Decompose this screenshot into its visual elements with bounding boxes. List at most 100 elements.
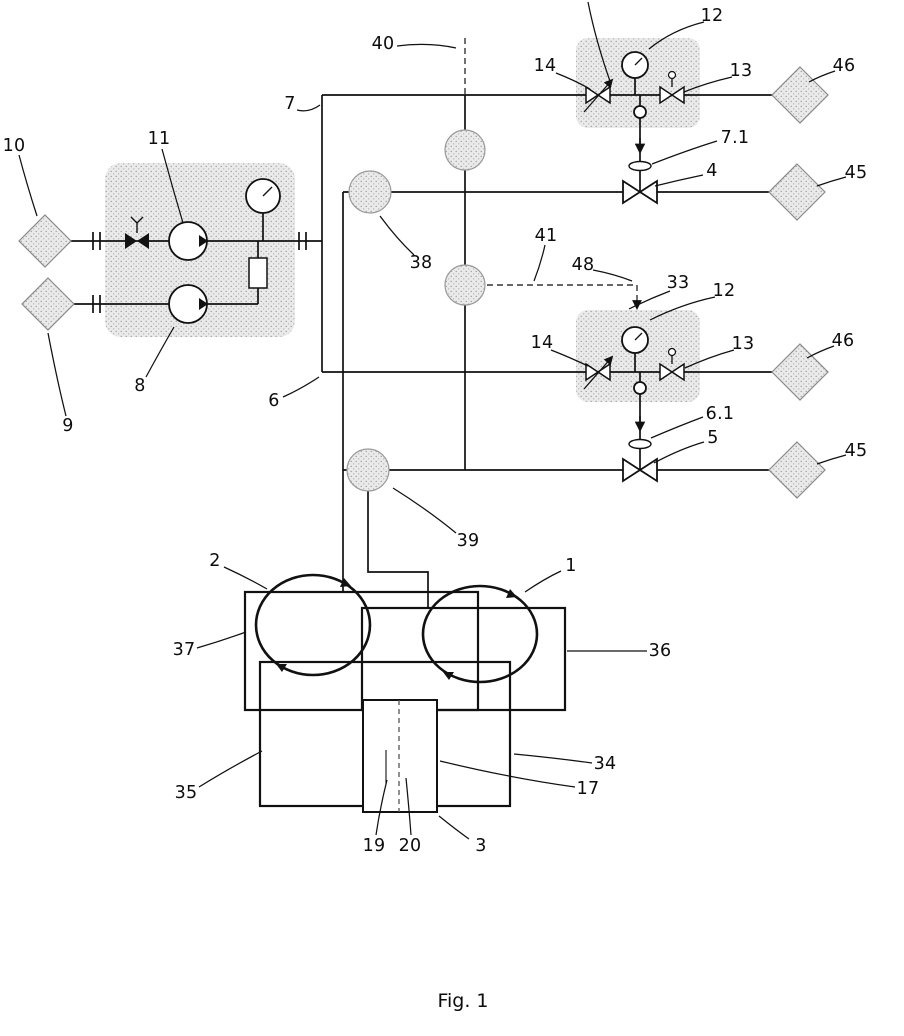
leader-41: [533, 244, 546, 282]
ref-label-40: 40: [371, 34, 395, 54]
gauge-needle-left: [262, 186, 273, 197]
housing-rect-36: [360, 606, 567, 712]
pipe-drop-to-drum-1: [367, 491, 429, 608]
ref-label-7: 7: [284, 94, 296, 114]
ref-label-13-top: 13: [729, 61, 753, 81]
valve-14-top-actuator: [583, 78, 614, 113]
ref-label-9: 9: [62, 416, 74, 436]
gauge-needle-12-top: [634, 57, 643, 66]
leader-48: [592, 269, 633, 282]
leader-33: [628, 290, 671, 310]
leader-17: [439, 760, 576, 788]
component-circle-upper: [444, 129, 486, 171]
ref-label-1: 1: [565, 556, 577, 576]
leader-37: [196, 631, 247, 649]
ref-label-14-top: 14: [533, 56, 557, 76]
component-circles: [346, 129, 486, 492]
ref-label-13-mid: 13: [731, 334, 755, 354]
gauge-needle-12-mid: [634, 332, 643, 341]
drum-1: [421, 584, 539, 684]
port-diamond-45-mid: [768, 441, 826, 499]
valve-13-mid-pilot: [667, 347, 677, 357]
ref-label-38: 38: [409, 253, 433, 273]
leader-11: [161, 148, 184, 224]
shutoff-valve-5: [622, 457, 658, 483]
leader-35: [198, 750, 263, 788]
drum-assembly: [243, 573, 567, 813]
leader-5: [653, 441, 705, 464]
ref-label-6: 6: [268, 391, 280, 411]
ref-label-10: 10: [2, 136, 26, 156]
ref-label-4: 4: [706, 161, 718, 181]
leader-45-mid: [816, 454, 847, 465]
valve-14-mid-actuator: [583, 355, 614, 390]
leader-4: [654, 174, 704, 187]
leader-39: [392, 487, 457, 534]
valves: [125, 70, 685, 483]
ref-label-39: 39: [456, 531, 480, 551]
ref-label-41: 41: [534, 226, 558, 246]
ref-label-20: 20: [398, 836, 422, 856]
ref-label-48: 48: [571, 255, 595, 275]
leader-40: [396, 43, 457, 49]
ref-label-2: 2: [209, 551, 221, 571]
pump-8-arrow: [199, 298, 208, 310]
leader-14-top: [555, 72, 591, 90]
ref-label-35: 35: [174, 783, 198, 803]
leader-6: [282, 376, 320, 398]
ref-label-46-mid: 46: [831, 331, 855, 351]
ref-label-46-top: 46: [832, 56, 856, 76]
leader-3: [438, 815, 470, 840]
ref-label-17: 17: [576, 779, 600, 799]
leader-7-1: [651, 140, 718, 165]
check-valve-7-1-seat: [628, 160, 652, 172]
leader-lines: [18, 1, 847, 840]
valve-13-top-pilot: [667, 70, 677, 80]
valve-unit-mid-box: [576, 310, 700, 402]
leader-top-cutoff: [587, 1, 612, 85]
port-diamond-9: [21, 277, 75, 331]
pipe-couplings: [92, 232, 307, 313]
control-lines: [464, 38, 642, 310]
gauge-needles: [262, 57, 643, 341]
valve-13-mid: [659, 362, 685, 382]
ref-label-37: 37: [172, 640, 196, 660]
drum-1-rotation-arrow-bottom: [443, 672, 454, 680]
valve-14-mid: [585, 362, 611, 382]
figure-caption: Fig. 1: [437, 990, 489, 1012]
check-valve-6-1-seat: [628, 438, 652, 450]
leader-20: [405, 777, 412, 836]
leader-19: [375, 779, 388, 836]
component-circle-38: [348, 170, 392, 214]
port-diamond-46-top: [771, 66, 829, 124]
drum-2-rotation-arrow-bottom: [276, 664, 287, 672]
ref-label-14-mid: 14: [530, 333, 554, 353]
port-diamond-46-mid: [771, 343, 829, 401]
sensor-circle-mid: [633, 381, 647, 395]
manual-valve-left-handle: [130, 216, 144, 233]
column-housing-3: [362, 699, 438, 813]
ref-label-12-mid: 12: [712, 281, 736, 301]
valve-14-top: [585, 85, 611, 105]
leader-12-top: [648, 21, 705, 50]
pump-11-arrow: [199, 235, 208, 247]
valve-unit-top-box: [576, 38, 700, 128]
shutoff-valve-4: [622, 179, 658, 205]
manual-valve-left: [125, 233, 149, 249]
component-circle-lower: [444, 264, 486, 306]
sensor-circle-top: [633, 105, 647, 119]
ref-label-8: 8: [134, 376, 146, 396]
ref-label-7-1: 7.1: [720, 128, 750, 148]
ref-label-36: 36: [648, 641, 672, 661]
port-diamonds: [18, 66, 829, 499]
leader-46-top: [808, 70, 836, 83]
ref-label-19: 19: [362, 836, 386, 856]
ref-label-12-top: 12: [700, 6, 724, 26]
leader-9: [47, 332, 67, 417]
ref-label-34: 34: [593, 754, 617, 774]
leader-2: [223, 566, 268, 590]
leader-46-mid: [806, 345, 835, 359]
filter-rect-left: [248, 257, 268, 289]
